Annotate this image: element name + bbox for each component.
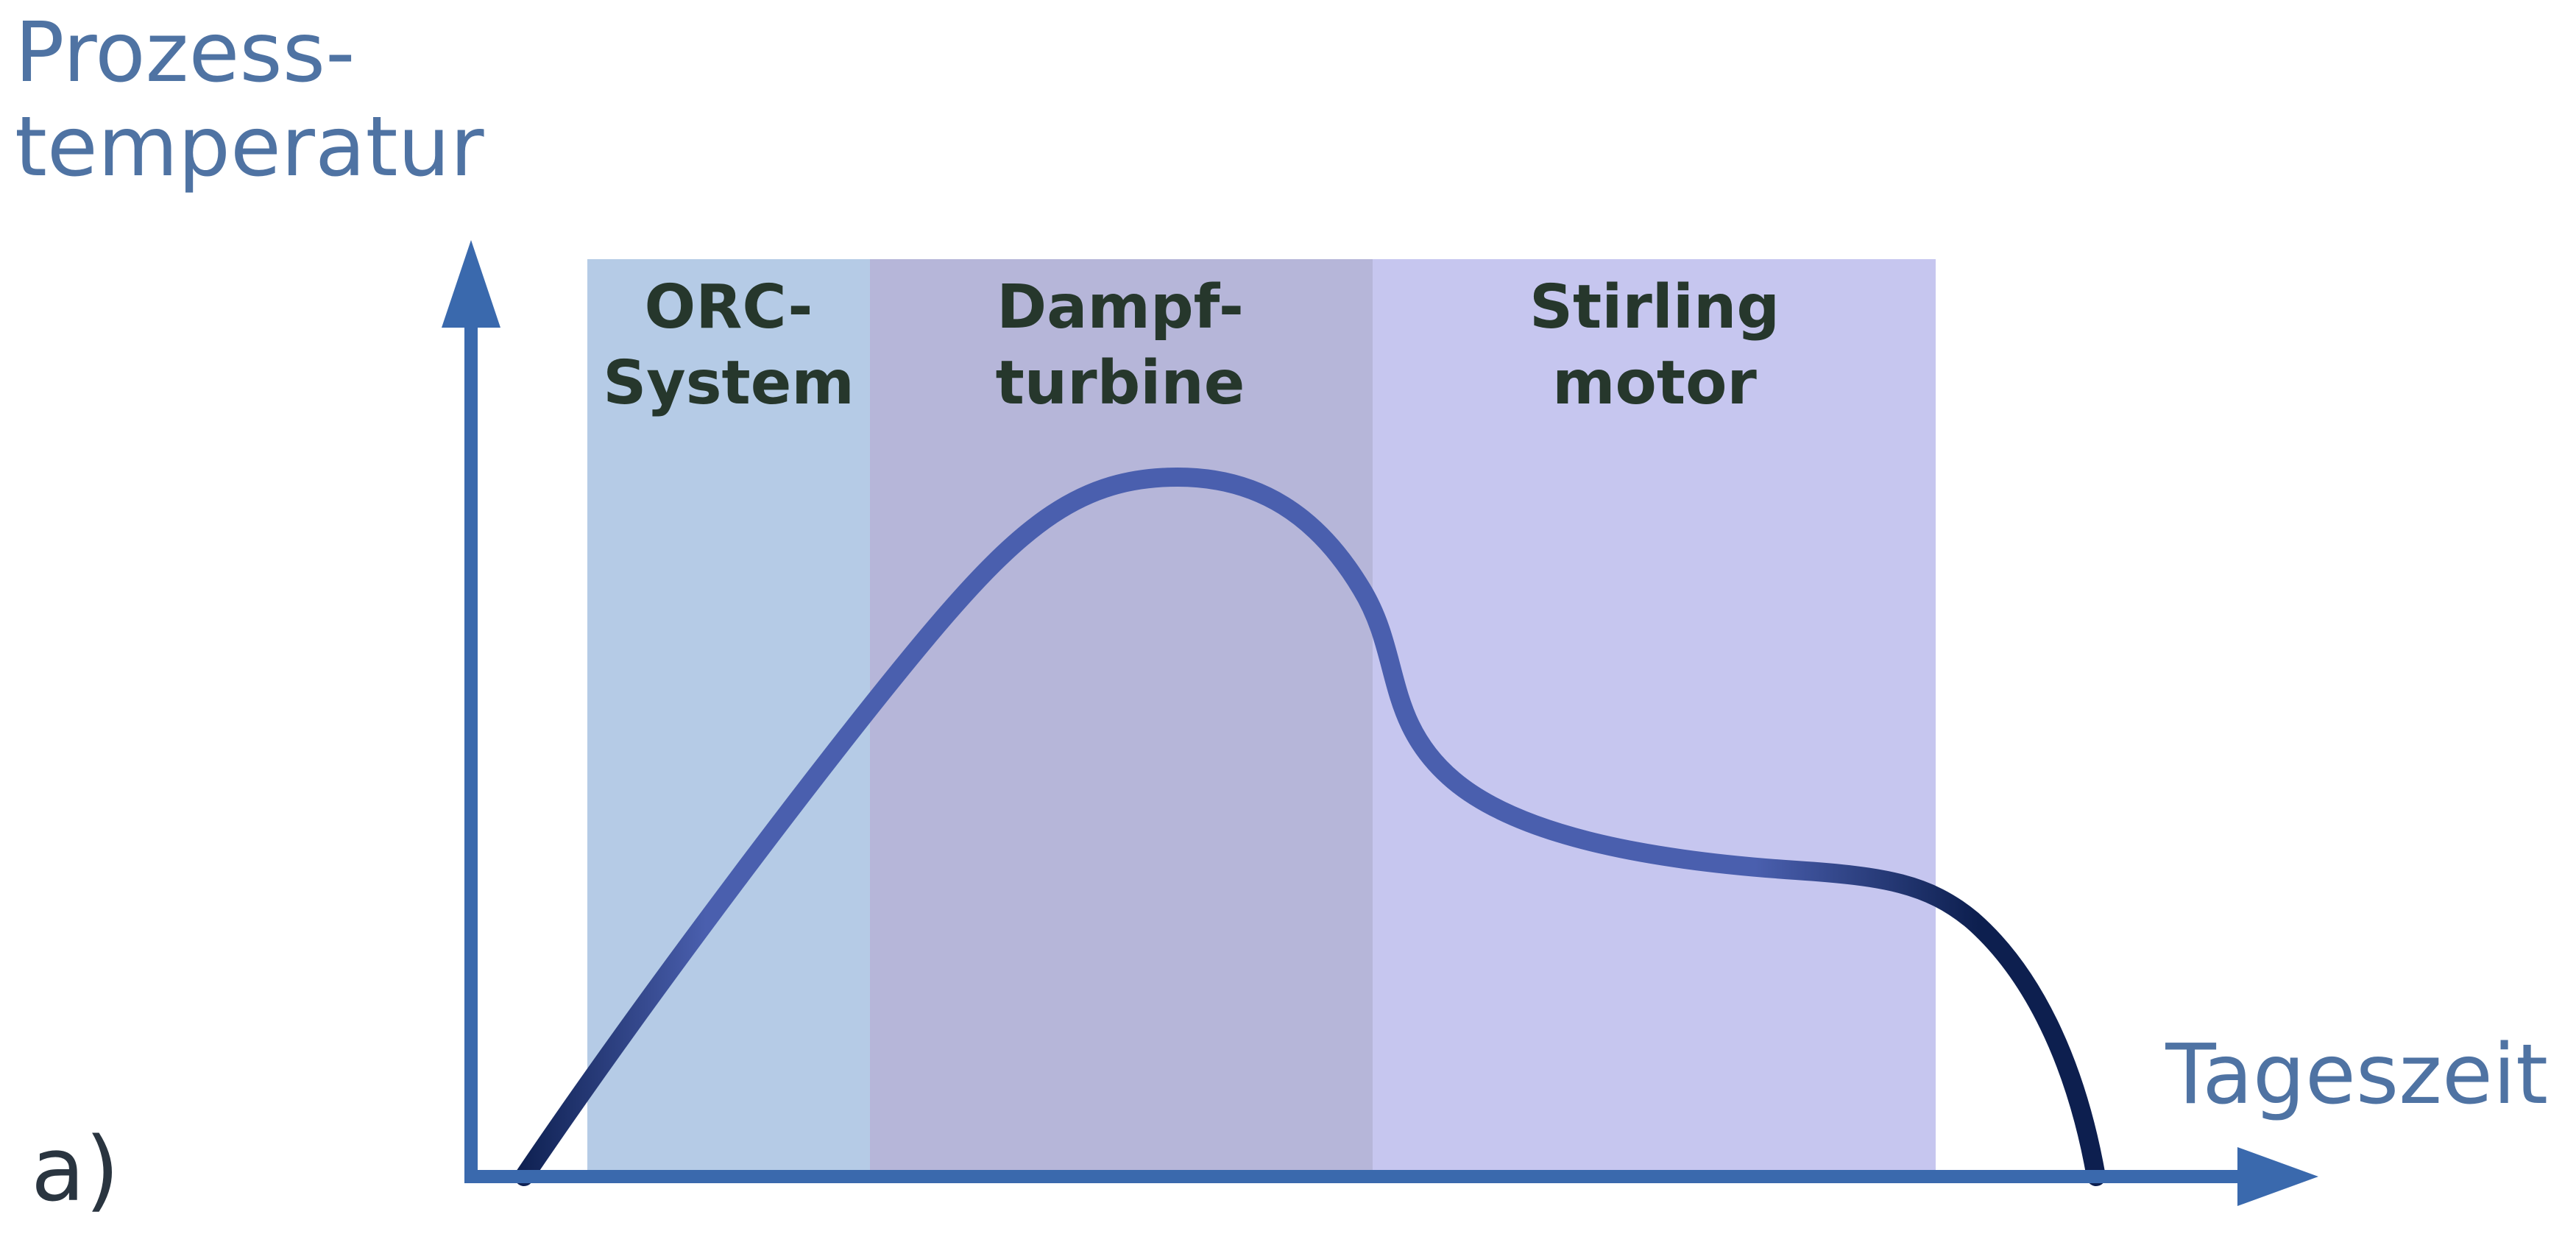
x-axis-label: Tageszeit <box>2165 1027 2548 1123</box>
region-label-dampf: Dampf- <box>997 272 1244 342</box>
y-axis-arrow-icon <box>442 240 500 328</box>
y-axis-label-line2: temperatur <box>15 99 485 195</box>
x-axis-arrow-icon <box>2237 1147 2318 1206</box>
y-axis-label-line1: Prozess- <box>15 5 355 101</box>
region-label-stirling: Stirling <box>1529 272 1780 342</box>
temperature-curve <box>514 467 2106 1186</box>
region-label-orc: ORC- <box>645 272 813 342</box>
region-stirlingmotor <box>1373 259 1936 1178</box>
region-label-stirling-2: motor <box>1552 348 1757 418</box>
region-label-orc-2: System <box>603 348 854 418</box>
panel-label: a) <box>31 1119 119 1221</box>
region-dampfturbine <box>870 259 1373 1178</box>
region-label-dampf-2: turbine <box>996 348 1245 418</box>
